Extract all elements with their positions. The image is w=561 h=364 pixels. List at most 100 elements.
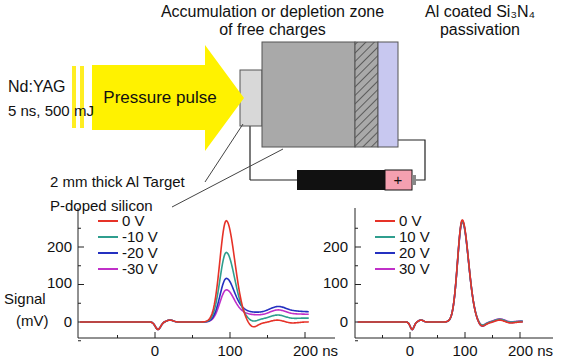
- signal-trace: [358, 220, 523, 329]
- x-tick: [492, 335, 493, 338]
- y-tick-label: 0: [28, 313, 72, 331]
- x-tick: [437, 335, 438, 338]
- y-tick: [355, 340, 358, 341]
- battery-cap: [385, 170, 412, 190]
- legend-line-sample: [375, 268, 395, 270]
- x-tick: [192, 335, 193, 338]
- y-tick-label-box: 200: [28, 238, 72, 256]
- x-tick: [155, 332, 156, 338]
- x-tick-label-box: 100: [210, 342, 250, 360]
- left-chart-axes: [78, 208, 335, 341]
- arrow-label: Pressure pulse: [103, 88, 216, 108]
- legend-text: 20 V: [399, 244, 430, 261]
- legend-line-sample: [98, 268, 118, 270]
- x-tick: [520, 332, 521, 338]
- legend-entry: 0 V: [122, 212, 145, 230]
- battery-body: [297, 170, 385, 190]
- y-tick-label: 0: [304, 313, 348, 331]
- x-tick-label-box: 100: [445, 342, 485, 360]
- polarity-sign-box: +: [388, 171, 408, 189]
- x-tick: [465, 332, 466, 338]
- legend-entry: 30 V: [399, 260, 430, 278]
- y-tick: [355, 265, 358, 266]
- axis-title-box: Signal: [4, 290, 64, 308]
- x-axis: [355, 338, 553, 339]
- legend-text: 10 V: [399, 228, 430, 245]
- x-tick: [117, 335, 118, 338]
- legend-text: 0 V: [399, 212, 422, 229]
- y-axis: [355, 208, 356, 338]
- y-tick: [78, 340, 81, 341]
- left-chart-curves: [80, 221, 309, 330]
- y-tick-label-box: 200: [304, 238, 348, 256]
- x-axis: [78, 338, 335, 339]
- legend-entry: -30 V: [122, 260, 158, 278]
- legend-line-sample: [375, 220, 395, 222]
- passivation-label-box: Al coated Si₃N₄ passivation: [405, 3, 555, 39]
- y-tick: [355, 303, 358, 304]
- legend-line-sample: [98, 220, 118, 222]
- x-tick-label: 0: [390, 342, 430, 360]
- x-tick: [267, 335, 268, 338]
- y-tick: [355, 228, 358, 229]
- y-tick: [355, 247, 361, 248]
- legend-line-sample: [375, 236, 395, 238]
- laser-label-box: Nd:YAG: [8, 78, 70, 96]
- legend-text: -30 V: [122, 260, 158, 277]
- y-tick-label-box: 0: [304, 313, 348, 331]
- x-tick-label-box: 0: [390, 342, 430, 360]
- signal-trace: [80, 290, 309, 330]
- signal-trace: [358, 221, 523, 330]
- x-tick: [230, 332, 231, 338]
- y-tick-label: 100: [304, 274, 348, 292]
- x-tick: [305, 332, 306, 338]
- legend-text: -10 V: [122, 228, 158, 245]
- wire: [249, 125, 250, 180]
- legend-entry: 0 V: [399, 212, 422, 230]
- x-tick-label: 200 ns: [293, 342, 353, 360]
- p-doped-silicon: [262, 42, 355, 147]
- y-axis: [78, 208, 79, 338]
- y-tick-label-box: 0: [28, 313, 72, 331]
- legend-entry: -10 V: [122, 228, 158, 246]
- signal-trace: [80, 252, 309, 329]
- charge-zone: [355, 42, 378, 147]
- y-tick: [355, 284, 361, 285]
- passivation-layer: [378, 42, 398, 147]
- legend-line-sample: [98, 252, 118, 254]
- signal-trace: [358, 221, 523, 329]
- zone-label: Accumulation or depletion zone of free c…: [155, 3, 390, 39]
- wire: [250, 179, 297, 180]
- y-tick-label-box: 100: [304, 274, 348, 292]
- polarity-sign: +: [388, 171, 408, 189]
- x-tick: [410, 332, 411, 338]
- y-tick: [78, 284, 84, 285]
- right-chart-curves: [358, 220, 523, 329]
- silicon-label-box: P-doped silicon: [50, 197, 180, 215]
- x-tick-label: 0: [135, 342, 175, 360]
- axis-unit: (mV): [16, 312, 60, 330]
- target-label-box: 2 mm thick Al Target: [50, 173, 210, 191]
- laser-label: Nd:YAG: [8, 78, 70, 96]
- y-tick: [78, 265, 81, 266]
- right-chart-axes: [355, 208, 553, 341]
- y-tick-label-box: 100: [28, 274, 72, 292]
- legend-line-sample: [98, 236, 118, 238]
- y-tick: [78, 247, 84, 248]
- legend-text: 0 V: [122, 212, 145, 229]
- leader-line: [172, 149, 283, 207]
- arrow-outline: [92, 45, 244, 151]
- x-tick-label-box: 0: [135, 342, 175, 360]
- axis-title: Signal: [4, 290, 64, 308]
- y-tick-label: 200: [28, 238, 72, 256]
- battery-terminal: [412, 175, 416, 185]
- x-tick-label-box: 200 ns: [293, 342, 353, 360]
- charge-zone-hatching: [355, 42, 378, 147]
- y-tick: [78, 228, 81, 229]
- signal-trace: [358, 222, 523, 329]
- passivation-label: Al coated Si₃N₄ passivation: [405, 3, 555, 39]
- legend-text: -20 V: [122, 244, 158, 261]
- zone-label-box: Accumulation or depletion zone of free c…: [155, 3, 390, 39]
- x-tick-label: 200 ns: [508, 342, 558, 360]
